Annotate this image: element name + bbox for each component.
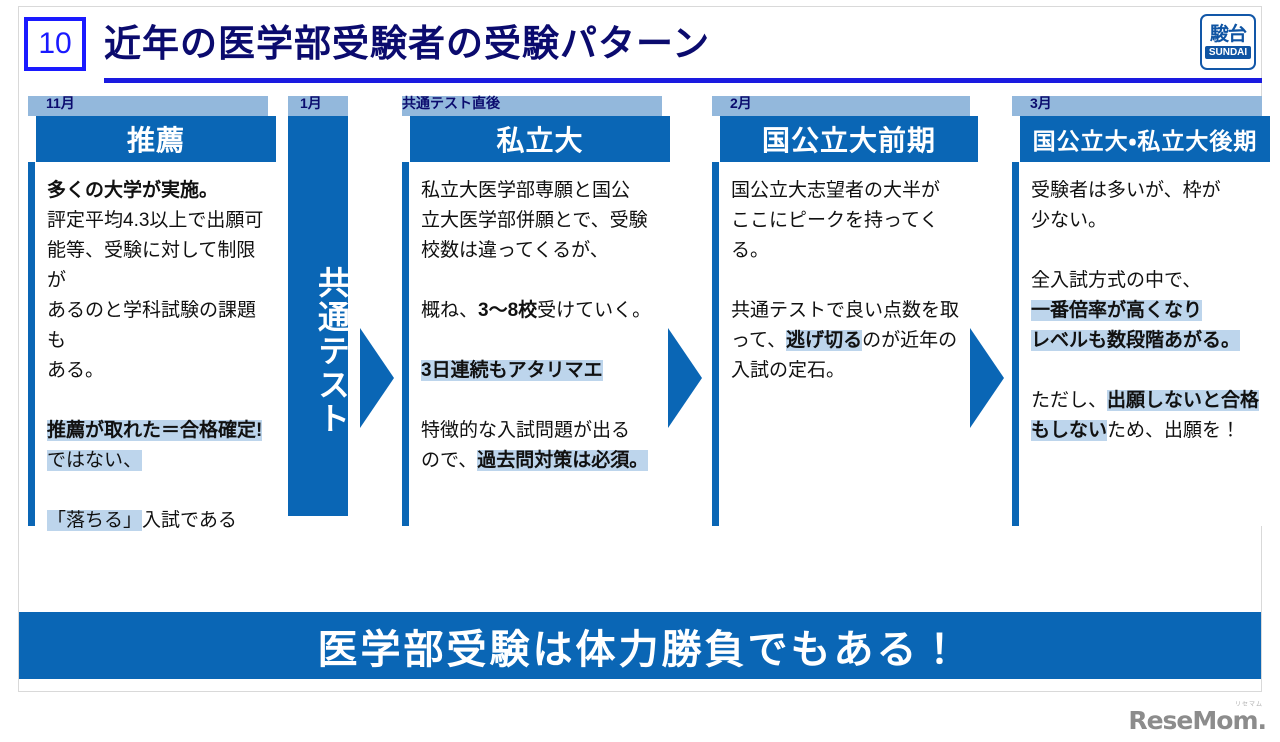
kyotsu-test-label-wrap: 共通テスト [288,266,350,436]
body-paragraph: 私立大医学部専願と国公立大医学部併願とで、受験校数は違ってくるが、 [421,180,648,261]
kyotsu-test-label: 共通テスト [314,266,350,436]
arrow-right-icon [970,328,1004,428]
slide-number: 10 [38,27,72,60]
column-body-suisen: 多くの大学が実施。評定平均4.3以上で出願可能等、受験に対して制限があるのと学科… [28,162,276,531]
body-paragraph: 概ね、3～8校受けていく。 [421,300,652,321]
slide-title-bar: 10 近年の医学部受験者の受験パターン 駿台 SUNDAI [18,12,1262,83]
month-tab [28,96,268,116]
column-header-kouki: 国公立大・私立大後期 [1020,116,1270,162]
sundai-logo-kanji: 駿台 [1209,24,1247,45]
timeline-columns: 11月 推薦 多くの大学が実施。評定平均4.3以上で出願可能等、受験に対して制限… [0,95,1280,531]
body-paragraph: 国公立大志望者の大半がここにピークを持ってくる。 [731,180,941,261]
resemom-watermark-main: ReseMom. [1128,706,1267,735]
month-label-2: 2月 [730,95,752,111]
month-label-1: 1月 [300,95,322,111]
body-paragraph: 「落ちる」入試である [47,510,237,531]
body-paragraph: 特徴的な入試問題が出るので、過去問対策は必須。 [421,420,649,471]
body-paragraph: 多くの大学が実施。評定平均4.3以上で出願可能等、受験に対して制限があるのと学科… [47,180,264,381]
column-body-shiritsudai: 私立大医学部専願と国公立大医学部併願とで、受験校数は違ってくるが、 概ね、3～8… [402,162,670,526]
month-label-11: 11月 [46,95,75,111]
body-paragraph: 共通テストで良い点数を取って、逃げ切るのが近年の入試の定石。 [731,300,960,381]
month-tab [1012,96,1262,116]
title-underline [104,78,1262,83]
resemom-watermark-sub: リセマム [1234,702,1263,708]
column-header-kokkoritsu-zenki: 国公立大前期 [720,116,978,162]
arrow-right-icon [360,328,394,428]
column-body-kokkoritsu-zenki: 国公立大志望者の大半がここにピークを持ってくる。 共通テストで良い点数を取って、… [712,162,978,526]
kyotsu-test-bar: 共通テスト [288,116,350,516]
month-label-after-kyotsu: 共通テスト直後 [402,95,500,111]
bottom-banner: 医学部受験は体力勝負でもある！ [19,612,1261,679]
body-paragraph: 全入試方式の中で、一番倍率が高くなりレベルも数段階あがる。 [1031,270,1241,351]
body-paragraph: 受験者は多いが、枠が少ない。 [1031,180,1221,231]
month-tab [288,96,348,116]
sundai-logo: 駿台 SUNDAI [1200,14,1256,70]
body-paragraph: 推薦が取れた＝合格確定!ではない、 [47,420,263,471]
slide-number-box: 10 [24,17,86,71]
arrow-right-icon [668,328,702,428]
bottom-banner-text: 医学部受験は体力勝負でもある！ [317,627,963,672]
column-body-kouki: 受験者は多いが、枠が少ない。 全入試方式の中で、一番倍率が高くなりレベルも数段階… [1012,162,1270,526]
column-header-suisen: 推薦 [36,116,276,162]
page-title: 近年の医学部受験者の受験パターン [104,23,711,64]
body-paragraph: ただし、出願しないと合格もしないため、出願を！ [1031,390,1260,441]
sundai-logo-roman: SUNDAI [1205,46,1251,59]
month-tab [402,96,662,116]
column-header-shiritsudai: 私立大 [410,116,670,162]
month-label-3: 3月 [1030,95,1052,111]
resemom-watermark: リセマム ReseMom. [1128,702,1267,735]
body-paragraph: 3日連続もアタリマエ [421,360,603,381]
month-tab [712,96,970,116]
